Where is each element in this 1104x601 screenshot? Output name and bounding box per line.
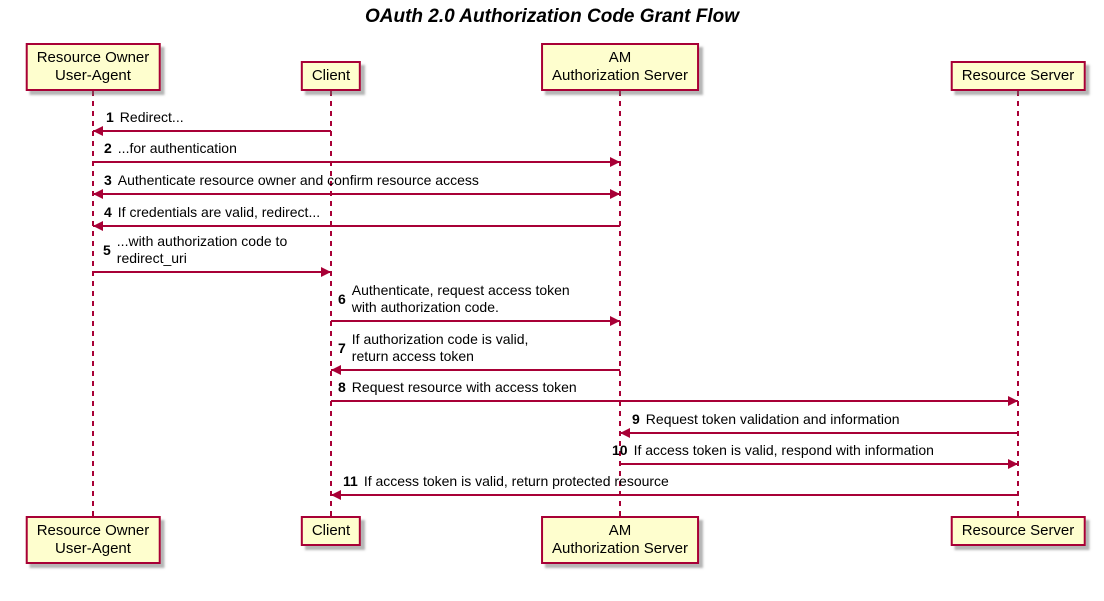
- participant-label-line: Authorization Server: [552, 540, 688, 557]
- message-label: 2 ...for authentication: [104, 140, 237, 157]
- message-text: Request resource with access token: [352, 379, 577, 396]
- message-text: Request token validation and information: [646, 411, 900, 428]
- message-text-line: If authorization code is valid,: [351, 331, 529, 347]
- participant-label-line: Resource Server: [961, 67, 1075, 84]
- message-text-line: ...for authentication: [117, 140, 237, 156]
- message-number: 1: [106, 109, 114, 125]
- message-label: 11 If access token is valid, return prote…: [343, 473, 669, 490]
- message-label: 3 Authenticate resource owner and confirm…: [104, 172, 479, 189]
- message-text-line: If access token is valid, respond with i…: [633, 442, 934, 458]
- message-arrow-line: [620, 432, 1018, 434]
- message-text: If access token is valid, respond with i…: [634, 442, 934, 459]
- participant-box-bottom-client: Client: [300, 516, 362, 546]
- arrowhead-right-icon: [610, 316, 620, 326]
- lifeline-resource-owner: [92, 91, 94, 516]
- message-text-line: return access token: [351, 348, 474, 364]
- participant-label-line: Authorization Server: [552, 67, 688, 84]
- message-text-line: Request resource with access token: [351, 379, 577, 395]
- message-text-line: Request token validation and information: [645, 411, 900, 427]
- arrowhead-left-icon: [93, 189, 103, 199]
- message-text-line: Redirect...: [119, 109, 184, 125]
- participant-box-top-resource-server: Resource Server: [950, 61, 1086, 91]
- arrowhead-right-icon: [610, 157, 620, 167]
- message-text-line: ...with authorization code to: [116, 233, 288, 249]
- message-arrow-line: [93, 130, 331, 132]
- participant-label-line: AM: [608, 49, 632, 66]
- message-arrow-line: [331, 369, 620, 371]
- message-label: 10 If access token is valid, respond with…: [612, 442, 934, 459]
- participant-label-line: User-Agent: [55, 67, 131, 84]
- participant-label-line: Resource Server: [961, 522, 1075, 539]
- participant-label-line: Client: [311, 67, 351, 84]
- message-arrow-line: [331, 400, 1018, 402]
- message-number: 6: [338, 290, 346, 307]
- message-text: If access token is valid, return protect…: [364, 473, 669, 490]
- message-number: 11: [343, 473, 358, 489]
- message-number: 3: [104, 172, 112, 188]
- message-number: 8: [338, 379, 346, 395]
- message-text-line: If credentials are valid, redirect...: [117, 204, 321, 220]
- message-number: 7: [338, 339, 346, 356]
- arrowhead-right-icon: [610, 189, 620, 199]
- message-label: 1 Redirect...: [106, 109, 184, 126]
- participant-label-line: AM: [608, 522, 632, 539]
- message-text-line: with authorization code.: [351, 299, 499, 315]
- participant-label-line: User-Agent: [55, 540, 131, 557]
- message-arrow-line: [93, 225, 620, 227]
- diagram-title: OAuth 2.0 Authorization Code Grant Flow: [364, 6, 739, 27]
- message-arrow-line: [93, 271, 331, 273]
- message-arrow-line: [331, 320, 620, 322]
- arrowhead-left-icon: [331, 490, 341, 500]
- message-number: 10: [612, 442, 628, 458]
- message-text-line: redirect_uri: [116, 250, 187, 266]
- message-label: 9 Request token validation and informatio…: [632, 411, 900, 428]
- message-text: ...for authentication: [118, 140, 237, 157]
- arrowhead-right-icon: [321, 267, 331, 277]
- arrowhead-right-icon: [1008, 459, 1018, 469]
- message-label: 8 Request resource with access token: [338, 379, 577, 396]
- lifeline-client: [330, 91, 332, 516]
- lifeline-resource-server: [1017, 91, 1019, 516]
- message-arrow-line: [93, 161, 620, 163]
- arrowhead-left-icon: [331, 365, 341, 375]
- participant-box-bottom-resource-server: Resource Server: [950, 516, 1086, 546]
- message-text: If credentials are valid, redirect...: [118, 204, 320, 221]
- message-number: 2: [104, 140, 112, 156]
- participant-label-line: Resource Owner: [36, 522, 150, 539]
- message-label: 7 If authorization code is valid,return a…: [338, 331, 528, 365]
- message-text-line: Authenticate, request access token: [351, 282, 570, 298]
- message-text: Authenticate resource owner and confirm …: [118, 172, 479, 189]
- participant-label-line: Resource Owner: [36, 49, 150, 66]
- message-arrow-line: [620, 463, 1018, 465]
- message-number: 4: [104, 204, 112, 220]
- arrowhead-right-icon: [1008, 396, 1018, 406]
- arrowhead-left-icon: [93, 126, 103, 136]
- lifeline-auth-server: [619, 91, 621, 516]
- arrowhead-left-icon: [93, 221, 103, 231]
- message-number: 5: [103, 241, 111, 258]
- message-text: Redirect...: [120, 109, 184, 126]
- arrowhead-left-icon: [620, 428, 630, 438]
- message-text-line: Authenticate resource owner and confirm …: [117, 172, 479, 188]
- participant-box-top-client: Client: [300, 61, 362, 91]
- message-label: 4 If credentials are valid, redirect...: [104, 204, 320, 221]
- message-arrow-line: [93, 193, 620, 195]
- message-text: If authorization code is valid,return ac…: [352, 331, 529, 365]
- message-text-line: If access token is valid, return protect…: [363, 473, 669, 489]
- message-arrow-line: [331, 494, 1018, 496]
- message-number: 9: [632, 411, 640, 427]
- participant-label-line: Client: [311, 522, 351, 539]
